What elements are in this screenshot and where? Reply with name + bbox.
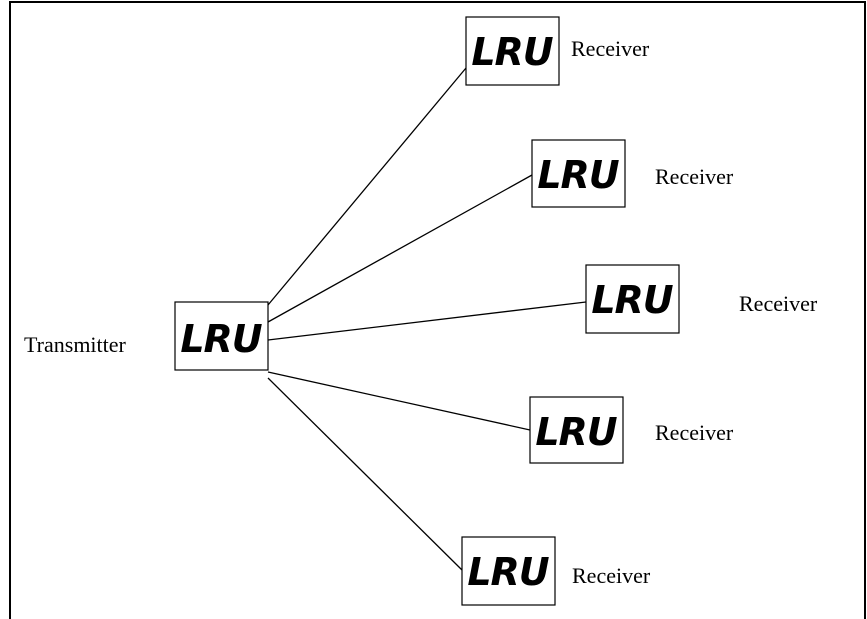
- receiver-node: LRU Receiver: [529, 396, 734, 464]
- transmitter-box: [174, 301, 269, 371]
- link-receiver-2: [267, 174, 533, 323]
- receiver-node: LRU Receiver: [531, 139, 734, 208]
- receiver-box: [585, 264, 680, 334]
- link-receiver-5: [267, 377, 463, 571]
- receiver-node: LRU Receiver: [465, 16, 650, 86]
- receiver-box: [465, 16, 560, 86]
- link-receiver-4: [267, 371, 531, 431]
- transmitter-label: Transmitter: [24, 332, 127, 357]
- transmitter-logo: LRU: [180, 317, 262, 361]
- link-receiver-3: [267, 301, 587, 341]
- link-receiver-1: [267, 67, 467, 306]
- transmitter-node: Transmitter LRU: [24, 301, 269, 371]
- receiver-logo: LRU: [467, 550, 549, 594]
- receiver-label: Receiver: [739, 291, 818, 316]
- receiver-logo: LRU: [537, 153, 619, 197]
- receiver-logo: LRU: [591, 278, 673, 322]
- receiver-box: [531, 139, 626, 208]
- receiver-label: Receiver: [655, 420, 734, 445]
- receiver-node: LRU Receiver: [461, 536, 651, 606]
- receiver-box: [461, 536, 556, 606]
- receiver-label: Receiver: [572, 563, 651, 588]
- receiver-label: Receiver: [655, 164, 734, 189]
- diagram-frame: [9, 1, 866, 619]
- receiver-logo: LRU: [471, 30, 553, 74]
- receiver-label: Receiver: [571, 36, 650, 61]
- receiver-node: LRU Receiver: [585, 264, 818, 334]
- receiver-box: [529, 396, 624, 464]
- receiver-logo: LRU: [535, 410, 617, 454]
